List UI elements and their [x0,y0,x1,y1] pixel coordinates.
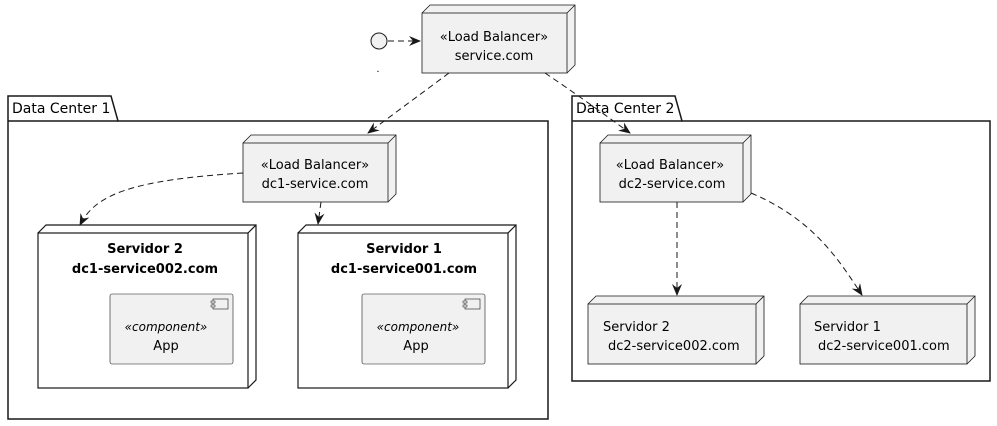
server-name: Servidor 1 [366,242,442,257]
node-root-load-balancer: «Load Balancer» service.com [421,4,576,74]
component-stereotype: «component» [125,320,208,334]
edge-root-to-dc2-lb [544,72,631,134]
node-dc2-servidor-2: Servidor 2 dc2-service002.com [587,295,765,365]
stereotype-label: «Load Balancer» [440,30,548,45]
host-label: service.com [455,49,533,64]
server-name: Servidor 1 [814,320,881,335]
package-title: Data Center 1 [12,101,110,117]
package-title: Data Center 2 [576,101,674,117]
component-name: App [153,339,178,354]
server-host: dc1-service002.com [72,262,218,277]
component-name: App [403,339,428,354]
host-label: dc1-service.com [262,177,369,192]
server-host: dc1-service001.com [331,262,477,277]
component-app: «component» App [361,293,486,365]
entry-point: . [370,32,388,75]
server-name: Servidor 2 [603,320,670,335]
node-dc1-servidor-1: Servidor 1 dc1-service001.com «component… [297,224,517,389]
node-dc1-load-balancer: «Load Balancer» dc1-service.com [242,134,397,203]
edge-root-to-dc1-lb [367,72,450,134]
component-icon [464,298,481,310]
node-dc1-servidor-2: Servidor 2 dc1-service002.com «component… [37,224,257,389]
host-label: dc2-service.com [619,177,726,192]
server-host: dc2-service002.com [608,339,740,354]
server-name: Servidor 2 [107,242,183,257]
node-dc2-servidor-1: Servidor 1 dc2-service001.com [799,295,976,365]
server-host: dc2-service001.com [818,339,950,354]
edge-dc2-lb-to-servidor-1 [750,192,863,296]
component-app: «component» App [109,293,234,365]
component-stereotype: «component» [377,320,460,334]
edge-dc1-lb-to-servidor-1 [314,201,325,225]
node-dc2-load-balancer: «Load Balancer» dc2-service.com [599,134,752,203]
stereotype-label: «Load Balancer» [261,158,369,173]
component-icon [212,298,229,310]
stereotype-label: «Load Balancer» [616,158,724,173]
connectors [79,36,863,296]
entry-point-label: . [376,64,379,75]
